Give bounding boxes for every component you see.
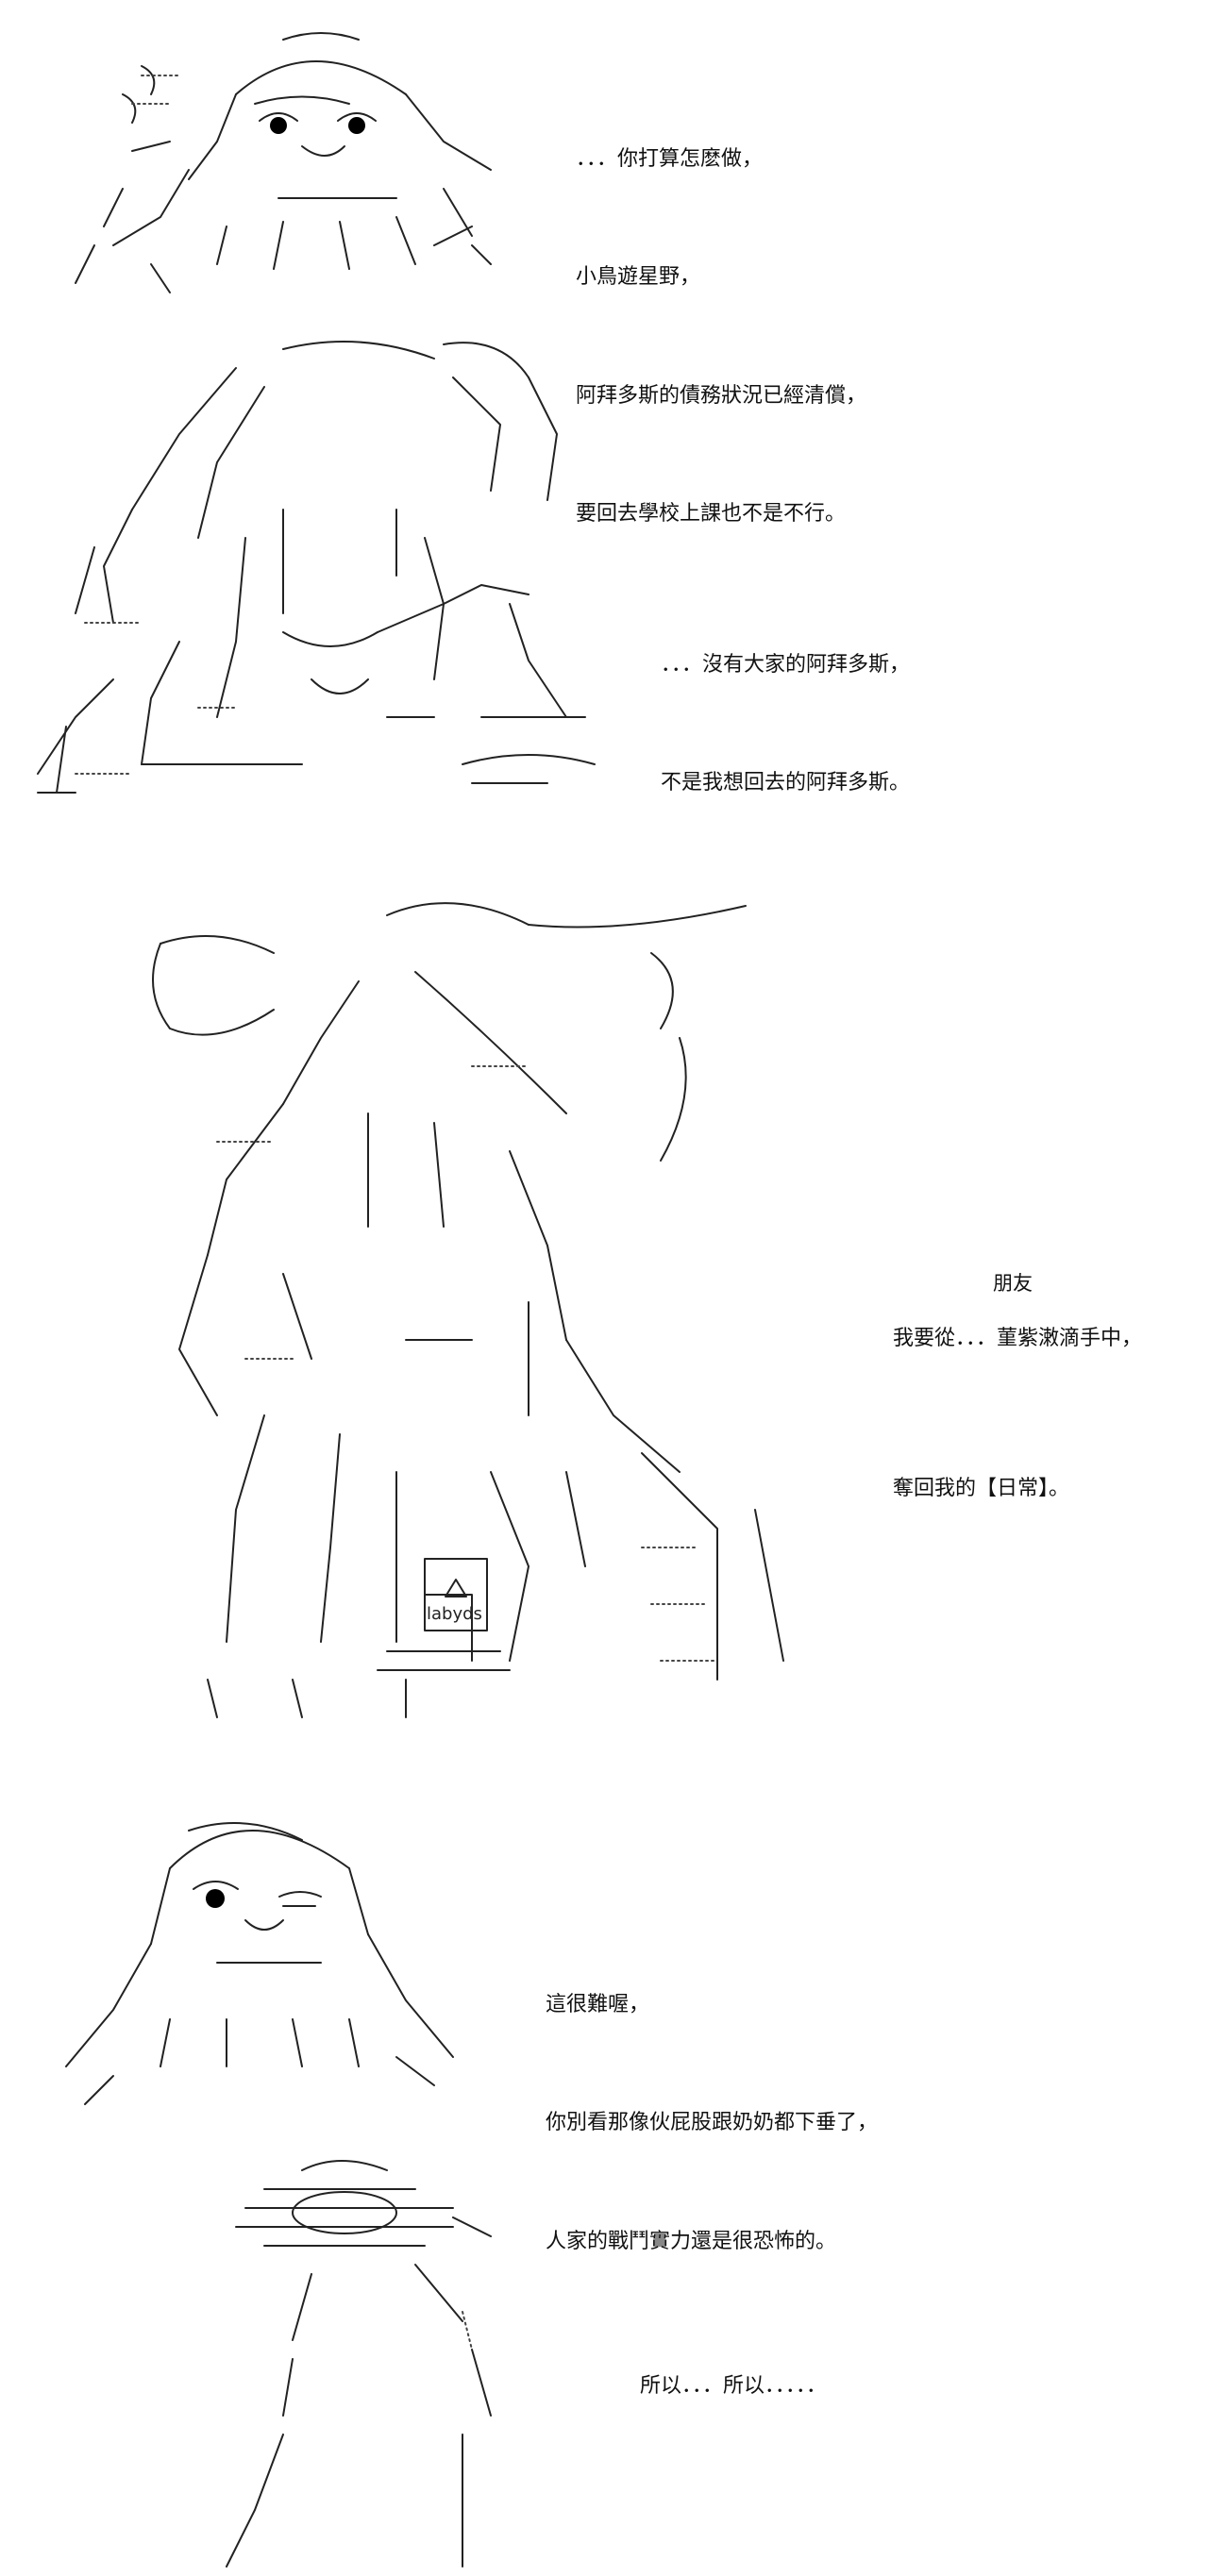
ruby-annotation: 朋友 [993, 1272, 1033, 1295]
panel-2: ．．．沒有大家的阿拜多斯， 不是我想回去的阿拜多斯。 [0, 321, 1227, 849]
ascii-art-owl-creature [0, 0, 529, 321]
dialogue-line: 人家的戰鬥實力還是很恐怖的。 [546, 2229, 837, 2253]
dialogue-line: 這很難喔， [546, 1992, 650, 2016]
panel-5: 所以．．．所以．．．．． [0, 2133, 1227, 2576]
ascii-art-owl-creature-winking [0, 1755, 529, 2133]
dialogue-line: ．．．沒有大家的阿拜多斯， [661, 652, 911, 677]
panel-4: 這很難喔， 你別看那像伙屁股跟奶奶都下垂了， 人家的戰鬥實力還是很恐怖的。 [0, 1755, 1227, 2253]
dialogue-text: 我要從．．．菫紫潄滴手中， 奪回我的【日常】。 [893, 1240, 1142, 1588]
panel-1: ．．．你打算怎麽做， 小鳥遊星野， 阿拜多斯的債務狀況已經清償， 要回去學校上課… [0, 0, 1227, 526]
ascii-art-girl-kneeling [0, 321, 661, 849]
panel-3: labyds 朋友 我要從．．．菫紫潄滴手中， 奪回我的【日常】。 [0, 849, 1227, 1755]
dialogue-text: 所以．．．所以．．．．． [640, 2287, 827, 2484]
ascii-art-hand-holding-object [0, 2133, 661, 2576]
dialogue-text: ．．．沒有大家的阿拜多斯， 不是我想回去的阿拜多斯。 [661, 566, 910, 882]
dialogue-line: 所以．．．所以．．．．． [640, 2373, 828, 2398]
dialogue-line: 奪回我的【日常】。 [893, 1477, 1070, 1501]
badge-label: labyds [427, 1604, 482, 1624]
dialogue-line: 我要從．．．菫紫潄滴手中， [893, 1326, 1143, 1350]
dialogue-line: 要回去學校上課也不是不行。 [576, 502, 847, 527]
dialogue-line: 小鳥遊星野， [576, 265, 701, 290]
dialogue-line: 阿拜多斯的債務狀況已經清償， [576, 383, 867, 408]
dialogue-line: ．．．你打算怎麽做， [576, 146, 764, 171]
dialogue-text: 這很難喔， 你別看那像伙屁股跟奶奶都下垂了， 人家的戰鬥實力還是很恐怖的。 [546, 1906, 878, 2340]
ascii-art-girl-standing: labyds [0, 849, 849, 1755]
dialogue-line: 你別看那像伙屁股跟奶奶都下垂了， [546, 2111, 879, 2135]
dialogue-text: ．．．你打算怎麽做， 小鳥遊星野， 阿拜多斯的債務狀況已經清償， 要回去學校上課… [576, 60, 866, 613]
dialogue-line: 不是我想回去的阿拜多斯。 [661, 771, 911, 795]
